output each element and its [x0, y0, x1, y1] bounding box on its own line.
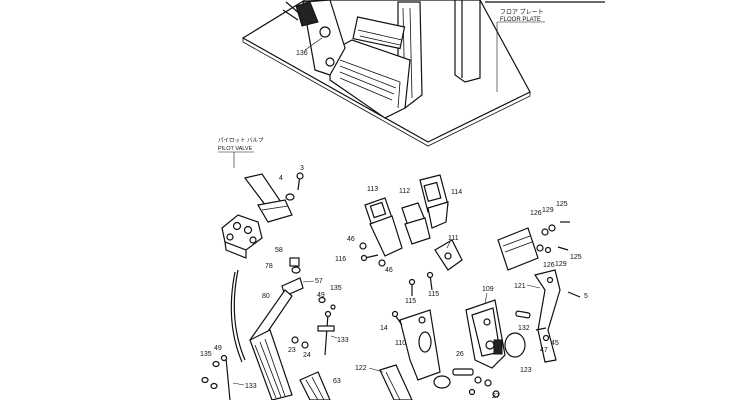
pedal-pad-left	[249, 329, 293, 400]
part-number-47: 47	[540, 347, 548, 354]
part-number-111: 111	[448, 235, 459, 242]
part-number-5: 5	[584, 293, 588, 300]
part-number-58: 58	[275, 247, 283, 254]
part-number-63: 63	[333, 378, 341, 385]
part-number-49: 49	[214, 345, 222, 352]
part-number-49: 49	[317, 292, 325, 299]
svg-text:パイロット バルブ: パイロット バルブ	[218, 136, 264, 144]
part-number-46: 46	[347, 236, 355, 243]
pedal-bracket-114	[419, 174, 449, 229]
part-number-133: 133	[337, 337, 349, 344]
pedal-bracket-113	[364, 197, 403, 257]
bracket-122	[379, 364, 413, 400]
nut-46	[359, 242, 367, 250]
floor-console-assembly	[282, 0, 423, 119]
part-number-125: 125	[556, 201, 568, 208]
pedal-cover-right	[497, 227, 539, 271]
part-number-121: 121	[514, 283, 526, 290]
washer-78	[291, 266, 301, 274]
part-number-129: 129	[555, 261, 567, 268]
cam-block-111	[434, 239, 463, 271]
part-number-26: 26	[456, 351, 464, 358]
part-number-112: 112	[399, 188, 410, 195]
part-number-57: 57	[315, 278, 323, 285]
part-number-115: 115	[405, 298, 416, 305]
pedal-pad-63	[299, 371, 331, 400]
part-number-136: 136	[296, 50, 308, 57]
part-number-14: 14	[380, 325, 388, 332]
floor-plate	[241, 0, 605, 147]
part-number-110: 110	[395, 340, 406, 347]
part-number-132: 132	[518, 325, 530, 332]
part-number-133: 133	[245, 383, 257, 390]
pilot-valve	[218, 151, 293, 259]
part-number-126: 126	[530, 210, 542, 217]
part-number-125: 125	[570, 254, 582, 261]
pin-132	[515, 310, 531, 319]
part-number-109: 109	[482, 286, 494, 293]
part-number-3: 3	[300, 165, 304, 172]
part-number-23: 23	[288, 347, 296, 354]
part-number-122: 122	[355, 365, 367, 372]
nut-46	[378, 259, 386, 267]
floor-plate-caption: フロア プレート FLOOR PLATE	[500, 10, 544, 24]
bracket-110	[399, 309, 441, 381]
svg-text:PILOT VALVE: PILOT VALVE	[218, 146, 253, 152]
knob-58	[289, 257, 300, 267]
part-number-135: 135	[200, 351, 212, 358]
part-number-129: 129	[542, 207, 554, 214]
washer-4	[285, 193, 295, 201]
part-number-113: 113	[367, 186, 378, 193]
part-number-115: 115	[428, 291, 439, 298]
lever-121	[534, 269, 561, 363]
part-number-126: 126	[543, 262, 555, 269]
bolt-116	[360, 254, 368, 262]
part-number-123: 123	[520, 367, 532, 374]
part-number-24: 24	[303, 352, 311, 359]
part-number-46: 46	[385, 267, 393, 274]
part-number-80: 80	[262, 293, 270, 300]
part-number-135: 135	[330, 285, 342, 292]
disc-123	[504, 332, 526, 358]
part-number-114: 114	[451, 189, 462, 196]
part-number-45: 45	[551, 340, 559, 347]
cable-rod-80	[230, 269, 246, 363]
floor-plate-caption-jp: フロア プレート	[500, 10, 544, 16]
pedal-bracket-112	[401, 202, 431, 245]
bolt-3	[296, 172, 304, 191]
rod-133	[324, 313, 329, 356]
floor-plate-caption-en: FLOOR PLATE	[500, 17, 541, 23]
part-number-27: 27	[492, 393, 500, 400]
part-number-78: 78	[265, 263, 273, 270]
part-number-116: 116	[335, 256, 346, 263]
rod-133b	[225, 357, 231, 400]
part-number-4: 4	[279, 175, 283, 182]
bracket-109	[465, 299, 506, 369]
